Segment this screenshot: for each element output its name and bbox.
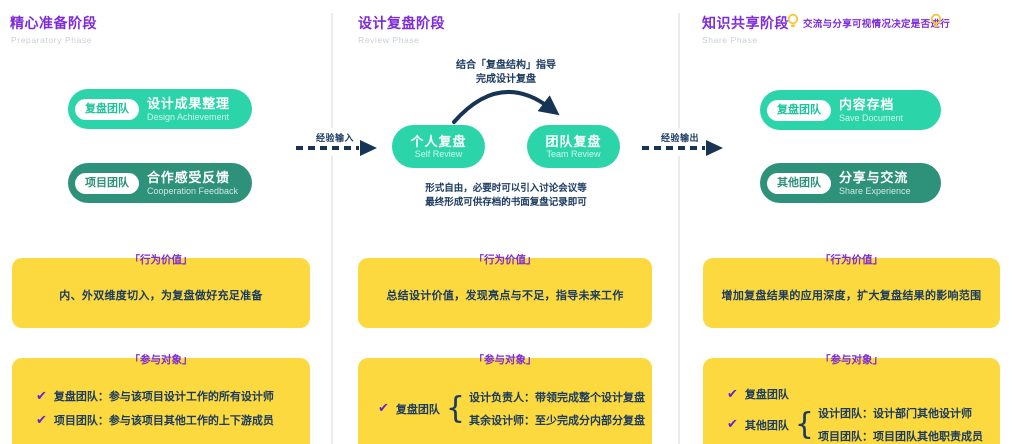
lightbulb-icon bbox=[787, 13, 799, 28]
participant-line: 其余设计师：至少完成分内部分复盘 bbox=[469, 415, 645, 427]
brace-glyph: { bbox=[794, 406, 814, 442]
value-box-text: 总结设计价值，发现亮点与不足，指导未来工作 bbox=[386, 290, 624, 302]
output-arrow-dash bbox=[642, 146, 705, 150]
brace-glyph: { bbox=[445, 390, 465, 426]
arc-note: 结合「复盘结构」指导 完成设计复盘 bbox=[388, 59, 624, 87]
arc-note-line1: 结合「复盘结构」指导 bbox=[456, 60, 556, 71]
participant-text: 复盘团队：参与该项目设计工作的所有设计师 bbox=[53, 391, 274, 403]
participants-box-header: 「参与对象」 bbox=[820, 354, 883, 366]
divider-2-top bbox=[678, 13, 680, 128]
participant-item: ✔ 项目团队：参与该项目其他工作的上下游成员 bbox=[36, 412, 274, 428]
participants-box-header: 「参与对象」 bbox=[473, 354, 537, 366]
phase2-value-box: 「行为价值」 总结设计价值，发现亮点与不足，指导未来工作 bbox=[358, 254, 652, 328]
check-icon: ✔ bbox=[727, 386, 738, 402]
team-tag: 项目团队 bbox=[75, 172, 139, 194]
pill-title: 设计成果整理 bbox=[147, 95, 230, 111]
check-icon: ✔ bbox=[36, 412, 47, 428]
value-box-header: 「行为价值」 bbox=[473, 254, 537, 266]
phase3-title: 知识共享阶段 bbox=[702, 15, 789, 31]
input-arrow-dash bbox=[296, 146, 359, 150]
node-title: 团队复盘 bbox=[545, 133, 602, 149]
node-title: 个人复盘 bbox=[410, 133, 467, 149]
participant-line: 设计负责人：带领完成整个设计复盘 bbox=[469, 392, 645, 404]
pill-subtitle: Save Document bbox=[839, 112, 904, 123]
phase1-subtitle: Preparatory Phase bbox=[11, 35, 93, 45]
phase3-pill-share-experience: 其他团队 分享与交流 Share Experience bbox=[760, 163, 941, 203]
pill-title: 合作感受反馈 bbox=[147, 169, 230, 185]
participant-label: 其他团队 bbox=[744, 419, 789, 432]
phase3-subtitle: Share Phase bbox=[702, 35, 758, 45]
phase3-participants-box: 「参与对象」 ✔ 复盘团队 ✔ 其他团队 { 设计团队：设计部门其他设计师 项目… bbox=[703, 354, 1000, 444]
phase3-value-box: 「行为价值」 增加复盘结果的应用深度，扩大复盘结果的影响范围 bbox=[703, 254, 1000, 328]
phase1-participants-box: 「参与对象」 ✔ 复盘团队：参与该项目设计工作的所有设计师 ✔ 项目团队：参与该… bbox=[12, 354, 310, 444]
divider-1-top bbox=[331, 13, 333, 128]
participants-box-header: 「参与对象」 bbox=[129, 354, 193, 366]
phase2-subtitle: Review Phase bbox=[358, 35, 420, 45]
output-arrowhead-icon bbox=[706, 140, 723, 156]
pill-title: 内容存档 bbox=[839, 96, 895, 112]
team-review-node: 团队复盘 Team Review bbox=[527, 125, 620, 168]
pill-subtitle: Design Achievement bbox=[147, 111, 230, 122]
participant-line: 项目团队：项目团队其他职责成员 bbox=[818, 431, 983, 443]
participant-label: 复盘团队 bbox=[744, 389, 789, 401]
value-box-header: 「行为价值」 bbox=[129, 254, 193, 266]
phase1-title: 精心准备阶段 bbox=[10, 15, 97, 31]
divider-2-bottom bbox=[678, 156, 680, 444]
pill-subtitle: Share Experience bbox=[839, 185, 911, 196]
phase1-pill-cooperation-feedback: 项目团队 合作感受反馈 Cooperation Feedback bbox=[68, 163, 252, 203]
check-icon: ✔ bbox=[727, 417, 738, 432]
input-arrow-label: 经验输入 bbox=[316, 133, 355, 143]
value-box-header: 「行为价值」 bbox=[820, 254, 883, 266]
output-arrow-label: 经验输出 bbox=[661, 133, 700, 143]
value-box-text: 增加复盘结果的应用深度，扩大复盘结果的影响范围 bbox=[721, 290, 982, 302]
participant-label: 复盘团队 bbox=[395, 403, 440, 416]
node-subtitle: Self Review bbox=[414, 148, 463, 159]
phase2-title: 设计复盘阶段 bbox=[358, 15, 445, 31]
review-footnote: 形式自由，必要时可以引入讨论会议等 最终形成可供存档的书面复盘记录即可 bbox=[358, 182, 654, 210]
phase1-pill-design-achievement: 复盘团队 设计成果整理 Design Achievement bbox=[68, 89, 252, 129]
phase2-participants-box: 「参与对象」 ✔ 复盘团队 { 设计负责人：带领完成整个设计复盘 其余设计师：至… bbox=[358, 354, 652, 444]
phase3-note: 交流与分享可视情况决定是否进行 bbox=[803, 19, 951, 30]
participant-item: ✔ 复盘团队 bbox=[727, 386, 789, 402]
node-subtitle: Team Review bbox=[546, 148, 601, 159]
participant-item: ✔ 复盘团队：参与该项目设计工作的所有设计师 bbox=[36, 388, 274, 404]
pill-subtitle: Cooperation Feedback bbox=[147, 185, 239, 196]
team-tag: 复盘团队 bbox=[767, 99, 831, 121]
curved-arrow-icon bbox=[452, 90, 560, 124]
divider-1-bottom bbox=[331, 156, 333, 444]
value-box-text: 内、外双维度切入，为复盘做好充足准备 bbox=[59, 290, 263, 302]
pill-title: 分享与交流 bbox=[839, 169, 909, 185]
phase1-value-box: 「行为价值」 内、外双维度切入，为复盘做好充足准备 bbox=[12, 254, 310, 328]
arc-note-line2: 完成设计复盘 bbox=[476, 74, 536, 85]
participant-line: 设计团队：设计部门其他设计师 bbox=[818, 408, 972, 420]
participant-item: ✔ 复盘团队 { 设计负责人：带领完成整个设计复盘 其余设计师：至少完成分内部分… bbox=[378, 389, 645, 428]
footnote-line2: 最终形成可供存档的书面复盘记录即可 bbox=[425, 197, 587, 208]
lightbulb-icon bbox=[930, 13, 942, 28]
participant-item: ✔ 其他团队 { 设计团队：设计部门其他设计师 项目团队：项目团队其他职责成员 bbox=[727, 405, 983, 444]
team-tag: 复盘团队 bbox=[75, 98, 139, 120]
check-icon: ✔ bbox=[36, 388, 47, 404]
check-icon: ✔ bbox=[378, 401, 389, 416]
team-tag: 其他团队 bbox=[767, 172, 831, 194]
phase3-pill-save-document: 复盘团队 内容存档 Save Document bbox=[760, 90, 941, 130]
self-review-node: 个人复盘 Self Review bbox=[392, 125, 485, 168]
input-arrowhead-icon bbox=[360, 140, 377, 156]
participant-text: 项目团队：参与该项目其他工作的上下游成员 bbox=[53, 415, 274, 427]
footnote-line1: 形式自由，必要时可以引入讨论会议等 bbox=[425, 183, 587, 194]
